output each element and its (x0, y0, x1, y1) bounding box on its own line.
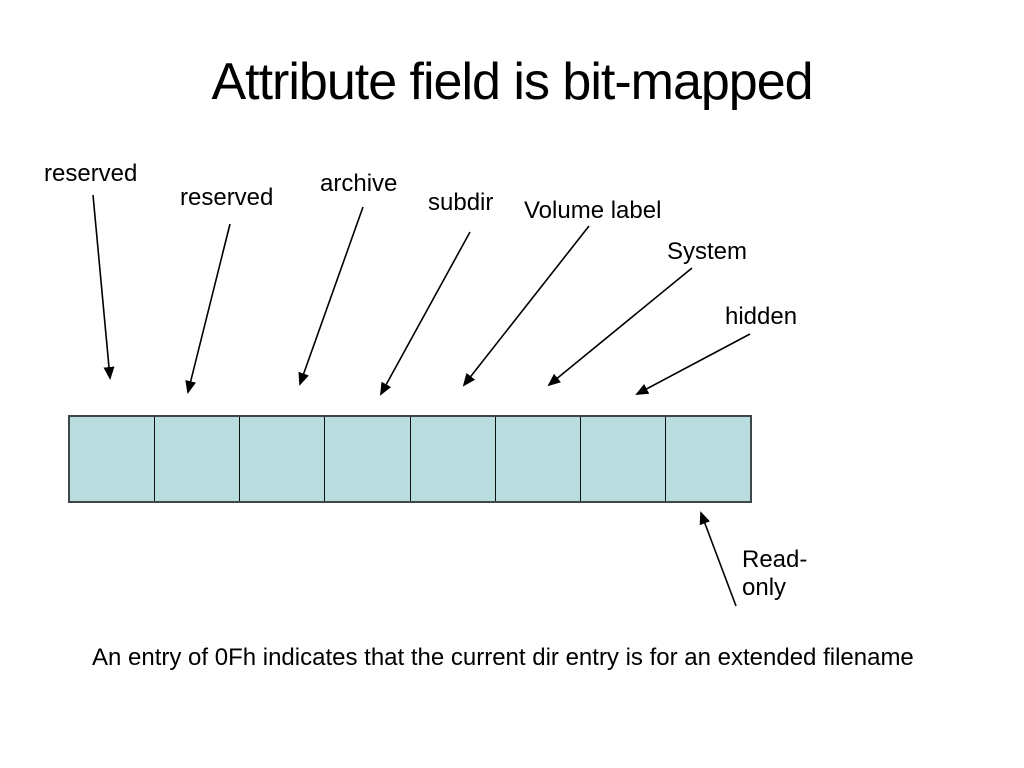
bit-cell-6 (155, 417, 241, 501)
bit-label-reserved-bit6: reserved (180, 184, 274, 211)
arrow-system (547, 267, 693, 387)
bit-label-volume-label: Volume label (524, 197, 662, 224)
arrow-archive (298, 206, 364, 386)
bit-label-hidden: hidden (725, 303, 798, 330)
footnote: An entry of 0Fh indicates that the curre… (92, 644, 914, 671)
bit-cell-5 (240, 417, 326, 501)
arrow-reserved-bit6 (185, 223, 231, 394)
arrow-reserved-bit7 (92, 194, 115, 380)
bit-cell-0 (665, 417, 750, 501)
bit-label-system: System (667, 238, 748, 265)
arrow-hidden (635, 333, 751, 395)
bit-cell-7 (70, 417, 156, 501)
bit-cell-2 (495, 417, 581, 501)
bit-field-row (68, 415, 752, 503)
bit-cell-3 (410, 417, 496, 501)
bit-label-archive: archive (320, 170, 398, 197)
bit-cell-1 (580, 417, 666, 501)
arrow-volume-label (462, 225, 590, 387)
arrow-subdir (380, 231, 471, 396)
bit-label-read-only: Read- only (742, 546, 808, 601)
arrow-read-only (699, 511, 737, 607)
bit-label-reserved-bit7: reserved (44, 160, 138, 187)
slide-title: Attribute field is bit-mapped (211, 53, 813, 111)
bit-cell-4 (325, 417, 411, 501)
bit-label-subdir: subdir (428, 189, 494, 216)
